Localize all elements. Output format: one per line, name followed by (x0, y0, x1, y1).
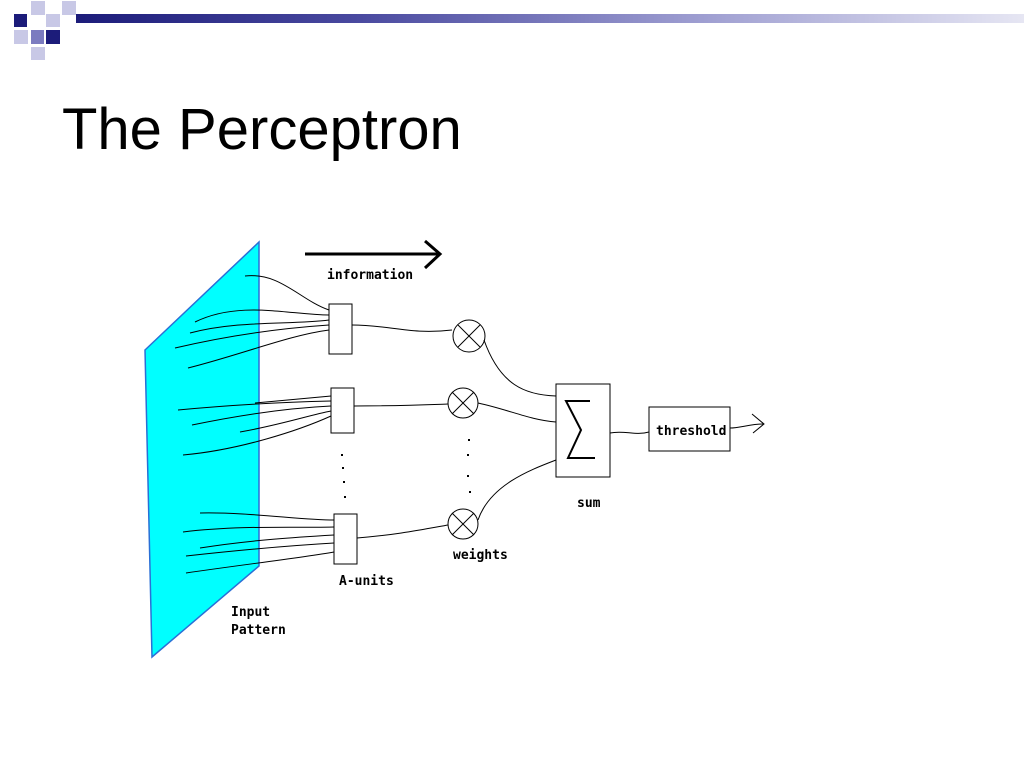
deco-square-6 (31, 30, 44, 44)
threshold-label: threshold (656, 424, 726, 439)
deco-square-8 (31, 47, 45, 60)
header-gradient-bar (76, 14, 1024, 23)
sum-label: sum (577, 496, 601, 511)
a-units-label: A-units (339, 574, 394, 589)
weight-to-sum-wires (477, 339, 557, 521)
information-arrow-icon (305, 239, 443, 270)
weight-multiplier-1 (452, 319, 486, 353)
a-unit-box-3 (333, 513, 358, 565)
a-unit-ellipsis (341, 454, 346, 498)
deco-square-2 (31, 1, 45, 15)
a-unit-box-2 (330, 387, 355, 434)
deco-square-7 (46, 30, 60, 44)
weight-ellipsis (467, 439, 471, 493)
sum-box (555, 383, 611, 478)
deco-square-3 (46, 14, 60, 27)
a-unit-to-weight-wires (351, 324, 453, 539)
sigma-icon (564, 400, 595, 459)
sum-to-threshold-wire (609, 431, 650, 434)
input-fibres (174, 275, 335, 574)
input-pattern-panel (144, 240, 260, 659)
weight-multiplier-3 (447, 508, 479, 540)
deco-square-5 (14, 30, 28, 44)
page-title: The Perceptron (62, 97, 462, 162)
threshold-box (648, 406, 731, 452)
output-arrow-icon (729, 413, 765, 434)
weight-multiplier-2 (447, 387, 479, 419)
input-pattern-label-line2: Pattern (231, 623, 286, 638)
information-label: information (327, 268, 413, 283)
weights-label: weights (453, 548, 508, 563)
deco-square-1 (14, 14, 27, 27)
input-pattern-label-line1: Input (231, 605, 270, 620)
a-unit-box-1 (328, 303, 353, 355)
deco-square-4 (62, 1, 76, 15)
